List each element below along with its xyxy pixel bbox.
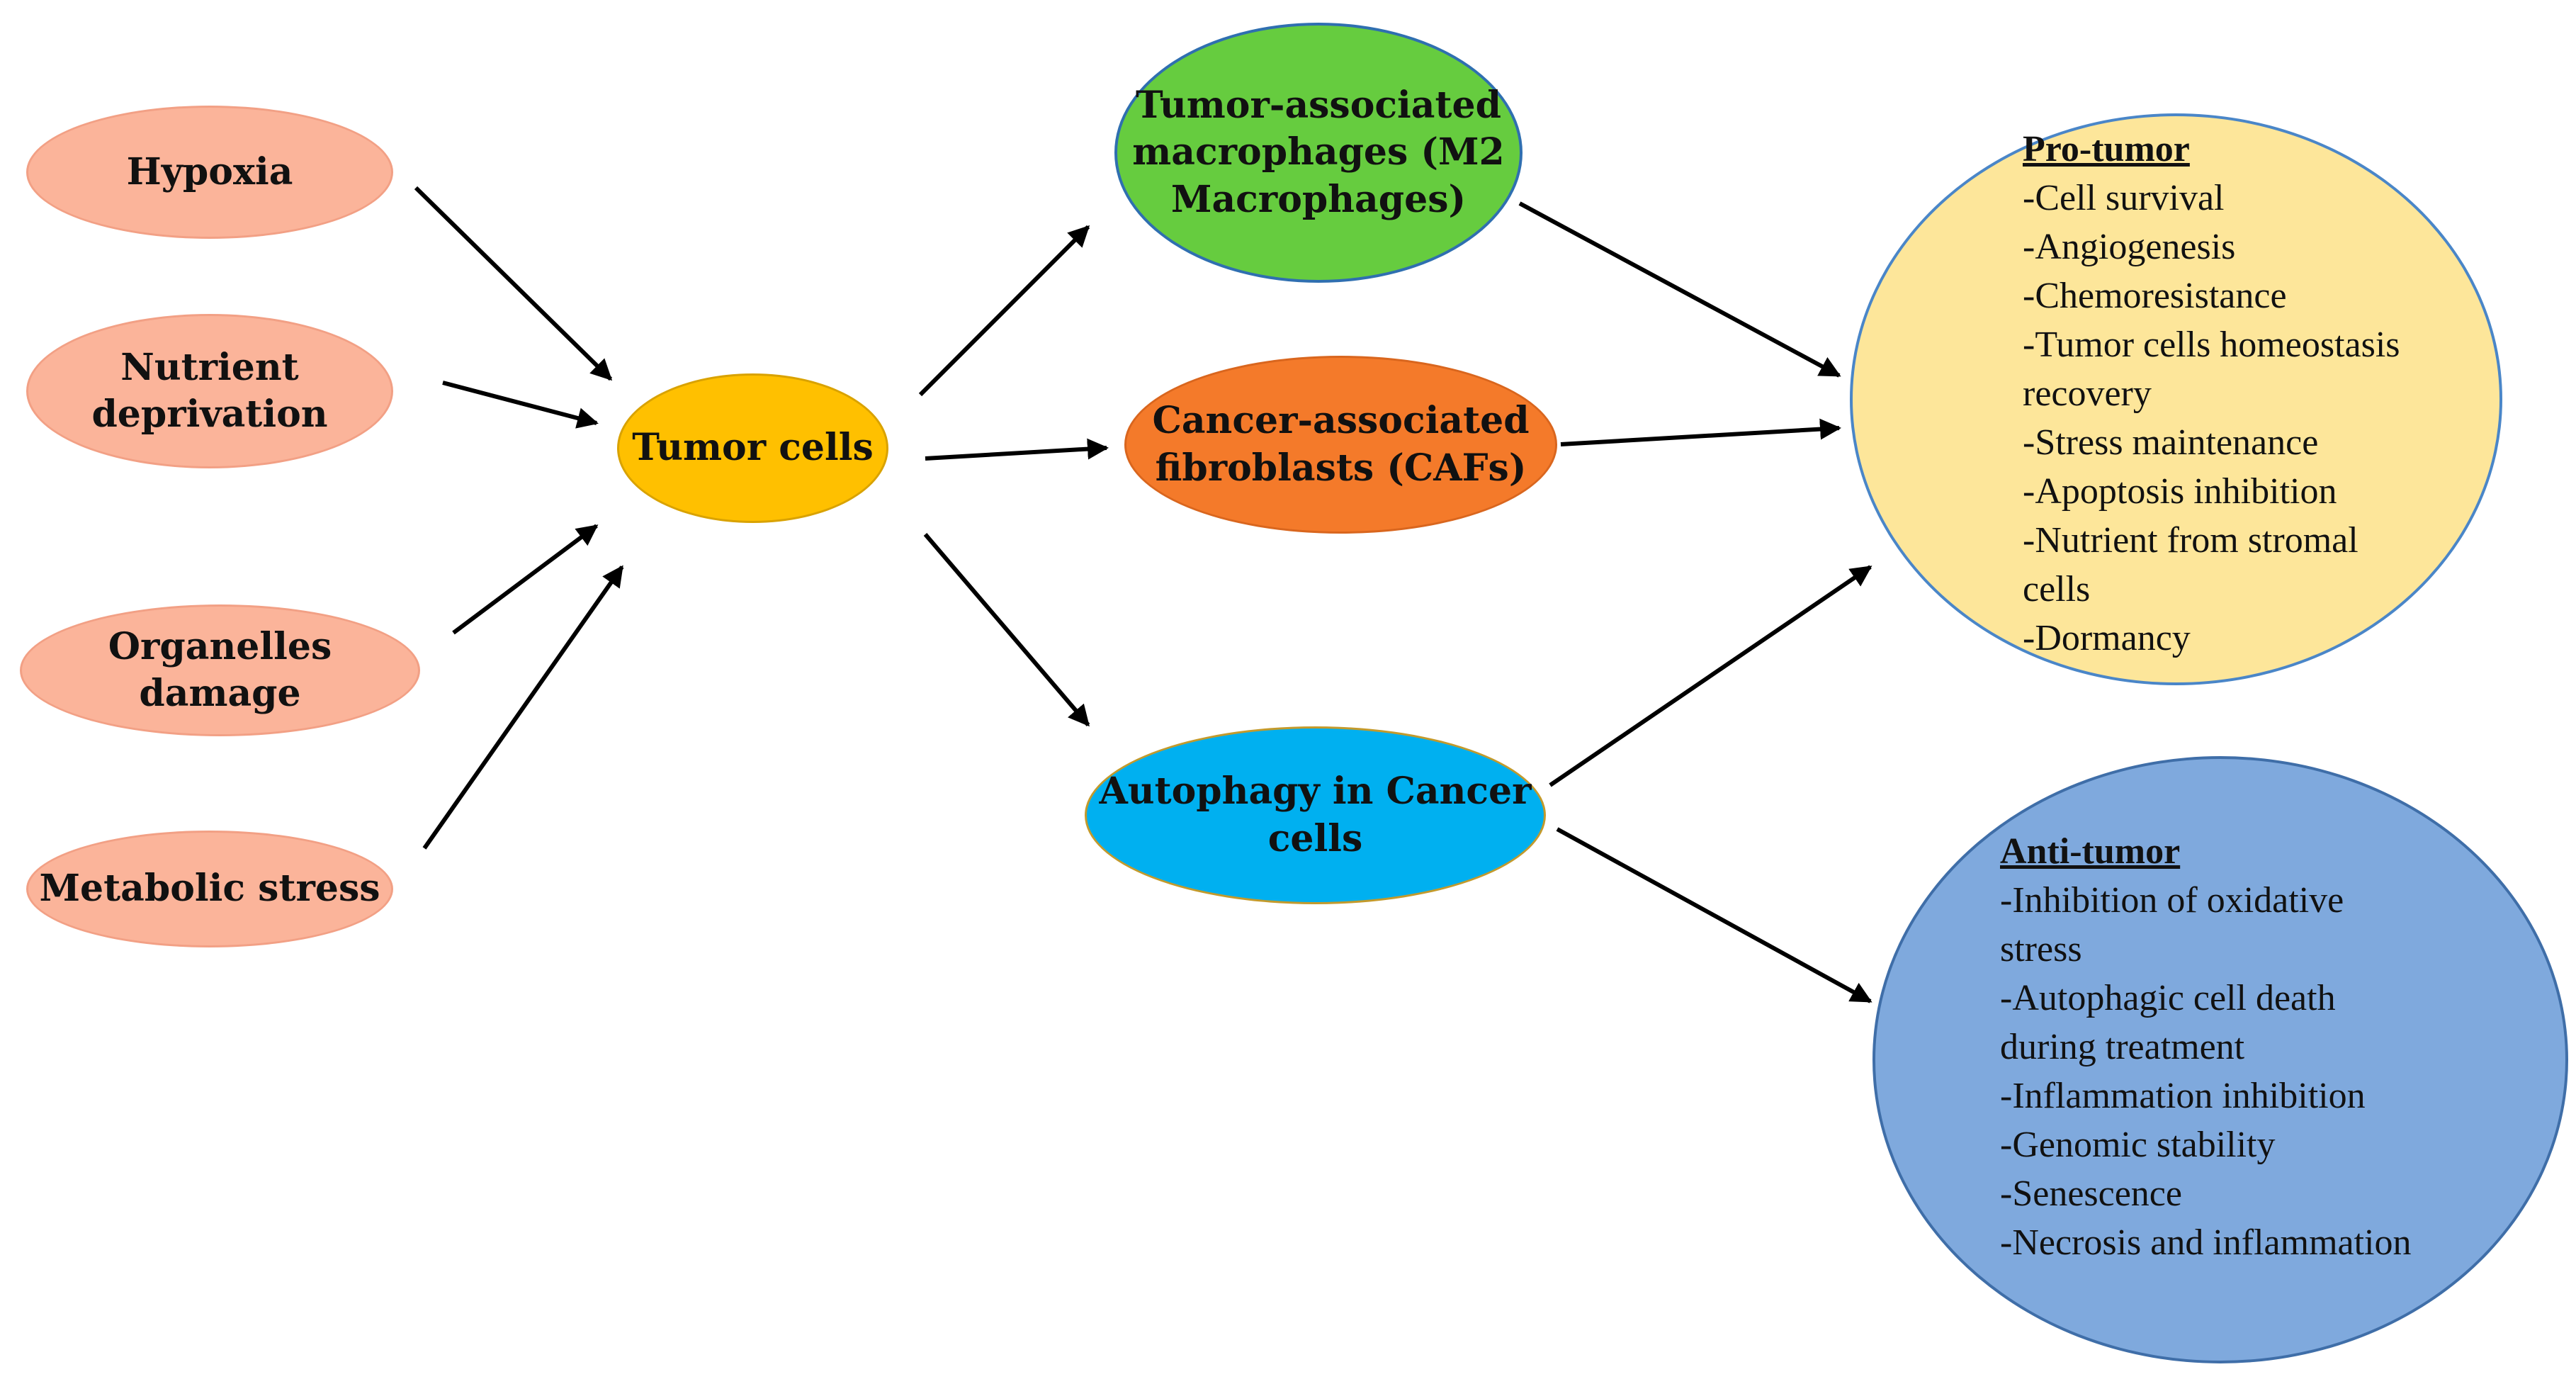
pro-tumor-item: -Dormancy bbox=[2023, 618, 2191, 658]
anti-tumor-item: -Autophagic cell death bbox=[2000, 978, 2336, 1018]
arrow-hypoxia-to-tumor bbox=[414, 186, 613, 381]
tam-line-1: Tumor-associated bbox=[1136, 84, 1501, 128]
anti-tumor-item: -Necrosis and inflammation bbox=[2000, 1222, 2412, 1263]
tam-line-2: macrophages (M2 bbox=[1132, 130, 1505, 174]
pro-tumor-item: -Cell survival bbox=[2023, 178, 2225, 218]
caf-line-2: fibroblasts (CAFs) bbox=[1155, 446, 1527, 490]
cause-nutrient-deprivation: Nutrient deprivation bbox=[26, 314, 393, 468]
pro-tumor-panel: Pro-tumor -Cell survival -Angiogenesis -… bbox=[1850, 113, 2502, 685]
arrow-metabolic-to-tumor bbox=[422, 565, 624, 850]
anti-tumor-item: during treatment bbox=[2000, 1027, 2245, 1067]
anti-tumor-panel: Anti-tumor -Inhibition of oxidative stre… bbox=[1872, 756, 2568, 1363]
anti-tumor-item: -Inhibition of oxidative bbox=[2000, 880, 2344, 921]
tumor-cells-node: Tumor cells bbox=[617, 373, 888, 523]
caf-node: Cancer-associated fibroblasts (CAFs) bbox=[1124, 356, 1557, 534]
pro-tumor-item: cells bbox=[2023, 569, 2091, 609]
pro-tumor-content: Pro-tumor -Cell survival -Angiogenesis -… bbox=[2023, 125, 2400, 663]
cause-organelles-label: Organelles damage bbox=[108, 624, 332, 715]
arrow-caf-to-pro bbox=[1560, 418, 1841, 446]
arrow-tumor-to-autophagy bbox=[923, 533, 1090, 727]
arrow-autophagy-to-anti bbox=[1556, 827, 1872, 1003]
cause-metabolic-label: Metabolic stress bbox=[39, 867, 380, 911]
cause-nutrient-line-2: deprivation bbox=[91, 393, 328, 436]
tumor-cells-label: Tumor cells bbox=[632, 426, 874, 470]
pro-tumor-item: -Chemoresistance bbox=[2023, 276, 2287, 316]
anti-tumor-list: -Inhibition of oxidative stress -Autopha… bbox=[2000, 876, 2412, 1267]
caf-line-1: Cancer-associated bbox=[1152, 399, 1530, 443]
cause-organelles-damage: Organelles damage bbox=[20, 604, 420, 736]
anti-tumor-item: -Inflammation inhibition bbox=[2000, 1076, 2366, 1116]
anti-tumor-item: -Senescence bbox=[2000, 1174, 2182, 1214]
cause-hypoxia: Hypoxia bbox=[26, 106, 393, 239]
pro-tumor-list: -Cell survival -Angiogenesis -Chemoresis… bbox=[2023, 174, 2400, 663]
pro-tumor-item: -Stress maintenance bbox=[2023, 422, 2319, 463]
autophagy-line-1: Autophagy in Cancer bbox=[1099, 770, 1532, 814]
arrow-tumor-to-caf bbox=[925, 438, 1109, 461]
pro-tumor-title: Pro-tumor bbox=[2023, 129, 2190, 169]
arrow-tumor-to-tam bbox=[918, 225, 1090, 397]
arrow-autophagy-to-pro bbox=[1549, 565, 1872, 787]
arrow-nutrient-to-tumor bbox=[442, 381, 599, 429]
cause-hypoxia-label: Hypoxia bbox=[126, 150, 293, 193]
anti-tumor-item: -Genomic stability bbox=[2000, 1125, 2276, 1165]
arrow-organelles-to-tumor bbox=[452, 524, 599, 635]
tam-line-3: Macrophages) bbox=[1170, 177, 1467, 221]
cause-nutrient-line-1: Nutrient bbox=[120, 345, 299, 389]
pro-tumor-item: -Nutrient from stromal bbox=[2023, 520, 2358, 561]
tam-node: Tumor-associated macrophages (M2 Macroph… bbox=[1114, 23, 1523, 283]
pro-tumor-item: -Apoptosis inhibition bbox=[2023, 471, 2337, 512]
arrow-tam-to-pro bbox=[1518, 201, 1841, 378]
pro-tumor-item: recovery bbox=[2023, 373, 2152, 414]
pro-tumor-item: -Tumor cells homeostasis bbox=[2023, 325, 2400, 365]
autophagy-node: Autophagy in Cancer cells bbox=[1085, 726, 1546, 904]
anti-tumor-title: Anti-tumor bbox=[2000, 831, 2181, 872]
cause-metabolic-stress: Metabolic stress bbox=[26, 831, 393, 947]
anti-tumor-item: stress bbox=[2000, 929, 2082, 969]
autophagy-line-2: cells bbox=[1267, 816, 1363, 860]
anti-tumor-content: Anti-tumor -Inhibition of oxidative stre… bbox=[2000, 827, 2412, 1267]
pro-tumor-item: -Angiogenesis bbox=[2023, 227, 2236, 267]
